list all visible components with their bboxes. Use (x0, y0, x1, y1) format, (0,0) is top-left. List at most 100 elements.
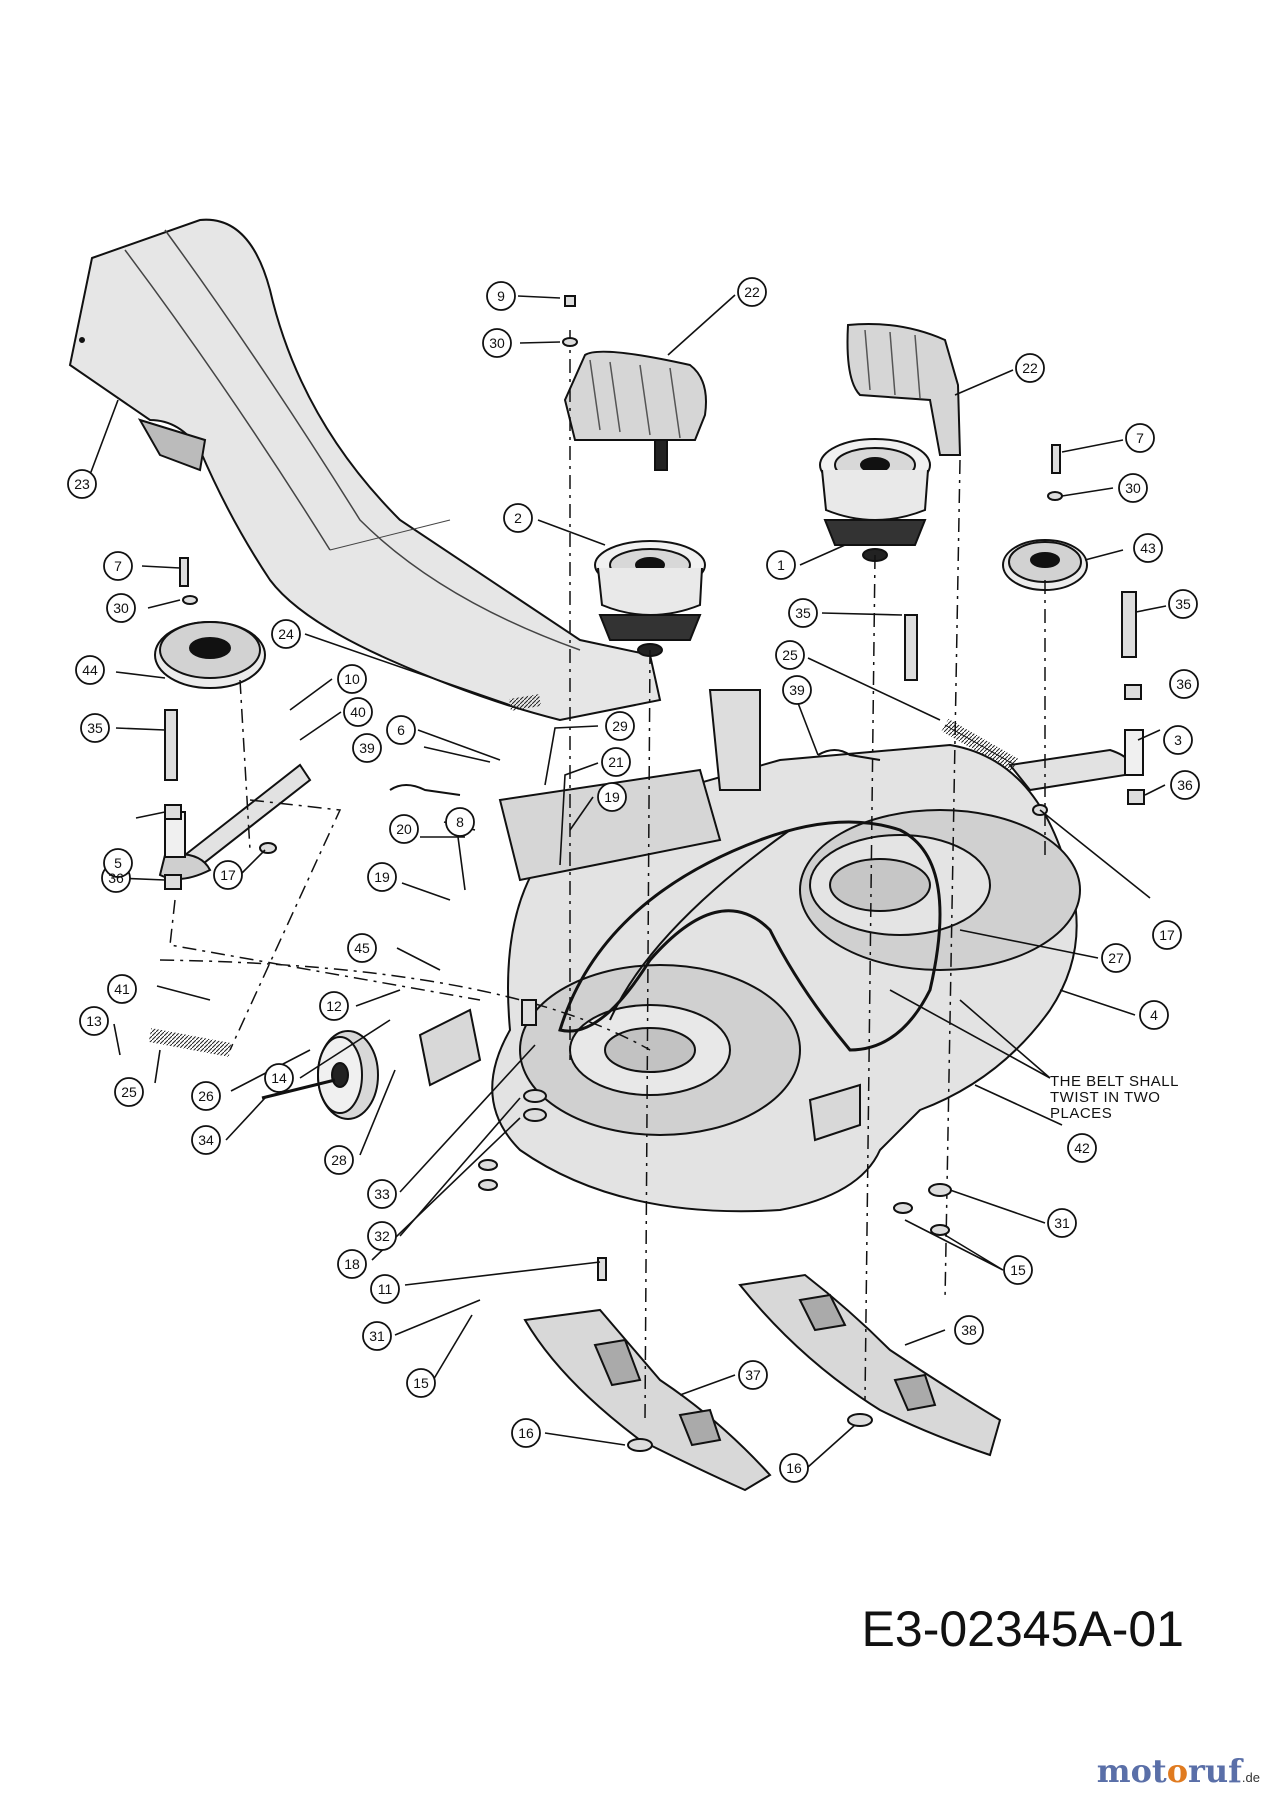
callout-label-c12: 12 (326, 998, 342, 1014)
callout-bubble-c12 (319, 991, 349, 1021)
callout-bubble-c1 (766, 550, 796, 580)
callout-bubble-c20 (389, 814, 419, 844)
callout-label-c11: 11 (377, 1281, 393, 1297)
callout-bubble-c10 (337, 664, 367, 694)
callout-bubble-c17a (213, 860, 243, 890)
callout-label-c7a: 7 (1136, 430, 1144, 446)
callout-label-c25b: 25 (121, 1084, 137, 1100)
callout-bubble-c31b (362, 1321, 392, 1351)
callout-bubble-c15a (1003, 1255, 1033, 1285)
callout-bubble-c15b (406, 1368, 436, 1398)
callout-bubble-c25a (775, 640, 805, 670)
callout-bubble-c41 (107, 974, 137, 1004)
callout-bubble-c11 (370, 1274, 400, 1304)
callout-bubble-c8 (445, 807, 475, 837)
callout-bubble-c21 (601, 747, 631, 777)
callout-bubble-c4 (1139, 1000, 1169, 1030)
callout-label-c36a: 36 (1176, 676, 1192, 692)
callout-label-c1: 1 (777, 557, 785, 573)
callout-label-c42: 42 (1074, 1140, 1090, 1156)
callout-bubble-c35b (788, 598, 818, 628)
callout-leaders (87, 294, 1167, 1468)
callout-bubble-c42 (1067, 1133, 1097, 1163)
watermark-logo: motoruf.de (1097, 1752, 1260, 1790)
callout-label-c36c: 36 (108, 870, 124, 886)
spindle-cover-right (846, 323, 962, 456)
belt-note: THE BELT SHALL TWIST IN TWO PLACES (1050, 1074, 1179, 1122)
callout-label-c6: 6 (397, 722, 405, 738)
callout-label-c5: 5 (114, 855, 122, 871)
blade-37 (523, 1308, 772, 1492)
drawing-number: E3-02345A-01 (861, 1601, 1184, 1657)
callout-label-c35b: 35 (795, 605, 811, 621)
callout-label-c26: 26 (198, 1088, 214, 1104)
callout-bubble-c6 (386, 715, 416, 745)
mower-deck (418, 689, 1081, 1213)
callout-label-c4: 4 (1150, 1007, 1158, 1023)
callout-bubble-c16b (779, 1453, 809, 1483)
callout-bubble-c30a (482, 328, 512, 358)
spring-24 (509, 694, 541, 711)
callout-bubble-c35c (1168, 589, 1198, 619)
callout-label-c45: 45 (354, 940, 370, 956)
callout-label-c17b: 17 (1159, 927, 1175, 943)
callout-bubble-c19b (367, 862, 397, 892)
watermark-suffix: .de (1241, 1770, 1260, 1785)
callout-label-c19a: 19 (604, 789, 620, 805)
callout-bubble-c35a (80, 713, 110, 743)
callout-bubble-c26 (191, 1081, 221, 1111)
watermark-part1: mot (1096, 1752, 1167, 1790)
callout-bubble-c27 (1101, 943, 1131, 973)
callout-label-c16b: 16 (786, 1460, 802, 1476)
watermark-part2: o (1166, 1752, 1189, 1790)
discharge-chute (68, 218, 662, 722)
callout-label-c39b: 39 (359, 740, 375, 756)
callout-label-c30a: 30 (489, 335, 505, 351)
callout-label-c17a: 17 (220, 867, 236, 883)
callout-label-c36b: 36 (1177, 777, 1193, 793)
callout-label-c35c: 35 (1175, 596, 1191, 612)
belt-note-line2: TWIST IN TWO (1050, 1089, 1161, 1106)
callout-bubble-c13 (79, 1006, 109, 1036)
callout-label-c10: 10 (344, 671, 360, 687)
callout-bubble-c19a (597, 782, 627, 812)
callout-bubble-c22a (737, 277, 767, 307)
watermark-part3: ruf (1188, 1752, 1242, 1790)
callout-bubble-c22b (1015, 353, 1045, 383)
spindle-assembly-1 (819, 438, 931, 562)
callout-bubbles (67, 277, 1200, 1483)
callout-label-c15a: 15 (1010, 1262, 1026, 1278)
callout-bubble-c17b (1152, 920, 1182, 950)
callout-label-c40: 40 (350, 704, 366, 720)
belt-note-line3: PLACES (1050, 1105, 1113, 1122)
callout-bubble-c36a (1169, 669, 1199, 699)
callout-label-c31b: 31 (369, 1328, 385, 1344)
callout-label-c8: 8 (456, 814, 464, 830)
callout-label-c31a: 31 (1054, 1215, 1070, 1231)
callout-label-c25a: 25 (782, 647, 798, 663)
callout-bubble-c7b (103, 551, 133, 581)
callout-bubble-c3 (1163, 725, 1193, 755)
callout-bubble-c18 (337, 1249, 367, 1279)
callout-bubble-c34 (191, 1125, 221, 1155)
callout-label-c44: 44 (82, 662, 98, 678)
callout-bubble-c39a (782, 675, 812, 705)
callout-bubble-c39b (352, 733, 382, 763)
callout-label-c35a: 35 (87, 720, 103, 736)
callout-bubble-c31a (1047, 1208, 1077, 1238)
callout-label-c16a: 16 (518, 1425, 534, 1441)
callout-label-c30c: 30 (113, 600, 129, 616)
callout-label-c41: 41 (114, 981, 130, 997)
callout-label-c22b: 22 (1022, 360, 1038, 376)
callout-bubble-c5 (103, 848, 133, 878)
callout-label-c29: 29 (612, 718, 628, 734)
idler-pulley-44 (154, 621, 266, 689)
callout-label-c18: 18 (344, 1256, 360, 1272)
callout-label-c34: 34 (198, 1132, 214, 1148)
callout-label-c37: 37 (745, 1367, 761, 1383)
callout-bubble-c33 (367, 1179, 397, 1209)
callout-bubble-c14 (264, 1063, 294, 1093)
callout-bubble-c37 (738, 1360, 768, 1390)
callout-label-c38: 38 (961, 1322, 977, 1338)
callout-bubble-c29 (605, 711, 635, 741)
